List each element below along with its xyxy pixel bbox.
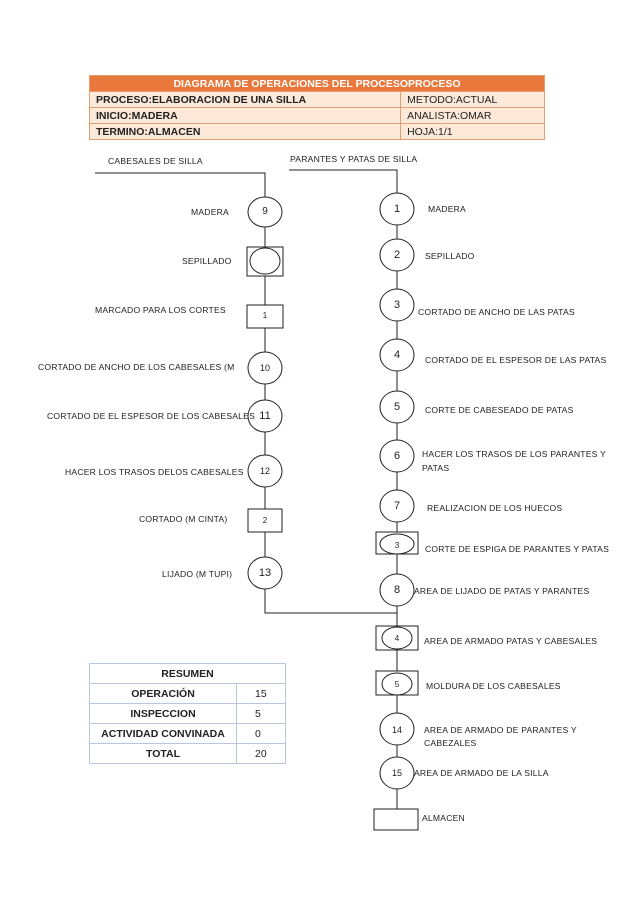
step-number: 4 xyxy=(393,349,401,361)
left-step-label: CORTADO DE EL ESPESOR DE LOS CABESALES xyxy=(47,411,256,421)
summary-label: INSPECCION xyxy=(89,703,237,724)
right-step-label: CORTADO DE ANCHO DE LAS PATAS xyxy=(418,307,575,317)
right-step-label: CORTE DE CABESEADO DE PATAS xyxy=(425,405,574,415)
operation-circle xyxy=(379,573,415,607)
left-step-label: CORTADO DE ANCHO DE LOS CABESALES (M xyxy=(38,362,235,372)
summary-label: ACTIVIDAD CONVINADA xyxy=(89,723,237,744)
inspection-square xyxy=(247,508,283,533)
right-step-label: REALIZACION DE LOS HUECOS xyxy=(427,503,563,513)
operation-circle xyxy=(247,196,283,228)
right-step-label: CORTADO DE EL ESPESOR DE LAS PATAS xyxy=(425,355,607,365)
summary-table: RESUMEN OPERACIÓN 15 INSPECCION 5 ACTIVI… xyxy=(89,663,286,764)
right-step-label: CABEZALES xyxy=(424,738,477,748)
operation-circle xyxy=(379,288,415,322)
operation-circle xyxy=(379,439,415,473)
operation-circle xyxy=(247,399,283,433)
right-step-label: AREA DE ARMADO PATAS Y CABESALES xyxy=(424,636,598,646)
operation-circle xyxy=(379,338,415,372)
step-number: 2 xyxy=(262,516,268,525)
step-number: 1 xyxy=(393,203,401,215)
combined-circle xyxy=(381,672,413,696)
right-step-label: SEPILLADO xyxy=(425,251,475,261)
right-step-label: HACER LOS TRASOS DE LOS PARANTES Y xyxy=(422,449,606,459)
summary-value: 15 xyxy=(236,683,286,704)
step-number: 10 xyxy=(259,363,270,373)
inspection-square xyxy=(246,304,284,329)
summary-value: 5 xyxy=(236,703,286,724)
combined-circle xyxy=(249,247,281,275)
step-number: 12 xyxy=(259,466,270,476)
right-step-label: ALMACEN xyxy=(422,813,465,823)
hoja-cell: HOJA:1/1 xyxy=(400,123,545,140)
step-number: 8 xyxy=(393,584,401,596)
proceso-cell: PROCESO:ELABORACION DE UNA SILLA xyxy=(88,91,402,108)
step-number: 13 xyxy=(258,567,272,579)
termino-cell: TERMINO:ALMACEN xyxy=(88,123,402,140)
operation-circle xyxy=(247,556,283,590)
summary-label: OPERACIÓN xyxy=(89,683,237,704)
step-number: 3 xyxy=(394,541,400,550)
operation-circle xyxy=(379,238,415,272)
right-step-label: MOLDURA DE LOS CABESALES xyxy=(426,681,561,691)
operation-circle xyxy=(247,454,283,488)
right-step-label: AREA DE ARMADO DE LA SILLA xyxy=(414,768,549,778)
diagram-title: DIAGRAMA DE OPERACIONES DEL PROCESOPROCE… xyxy=(89,75,545,92)
header-table: DIAGRAMA DE OPERACIONES DEL PROCESOPROCE… xyxy=(88,75,545,140)
analista-cell: ANALISTA:OMAR xyxy=(400,107,545,124)
step-number: 11 xyxy=(259,410,271,422)
operation-circle xyxy=(379,712,415,746)
left-step-label: CORTADO (M CINTA) xyxy=(139,514,228,524)
right-flow-title: PARANTES Y PATAS DE SILLA xyxy=(290,154,418,164)
step-number: 5 xyxy=(394,680,400,689)
left-input-line xyxy=(95,172,266,197)
storage-box xyxy=(373,808,419,831)
step-number: 15 xyxy=(391,768,402,778)
left-step-label: SEPILLADO xyxy=(182,256,232,266)
summary-title: RESUMEN xyxy=(89,663,286,684)
right-step-label: AREA DE ARMADO DE PARANTES Y xyxy=(424,725,577,735)
operation-circle xyxy=(247,351,283,385)
right-input-line xyxy=(289,169,398,193)
left-merge-line xyxy=(264,589,397,614)
left-step-label: MADERA xyxy=(191,207,229,217)
right-step-label: CORTE DE ESPIGA DE PARANTES Y PATAS xyxy=(425,544,610,554)
operation-circle xyxy=(379,756,415,790)
summary-value: 20 xyxy=(236,743,286,764)
right-step-label: PATAS xyxy=(422,463,450,473)
summary-label: TOTAL xyxy=(89,743,237,764)
right-step-label: MADERA xyxy=(428,204,466,214)
step-number: 2 xyxy=(393,249,401,261)
combined-circle xyxy=(381,626,413,650)
operation-circle xyxy=(379,192,415,226)
step-number: 6 xyxy=(393,450,401,462)
metodo-cell: METODO:ACTUAL xyxy=(400,91,545,108)
combined-circle xyxy=(379,533,415,555)
operation-circle xyxy=(379,489,415,523)
step-number: 14 xyxy=(391,725,402,735)
operation-circle xyxy=(379,390,415,424)
step-number: 3 xyxy=(393,299,401,311)
left-step-label: MARCADO PARA LOS CORTES xyxy=(95,305,226,315)
step-number: 1 xyxy=(262,311,268,320)
step-number: 7 xyxy=(393,500,401,512)
step-number: 4 xyxy=(394,634,400,643)
left-step-label: HACER LOS TRASOS DELOS CABESALES xyxy=(65,467,244,477)
right-step-label: AREA DE LIJADO DE PATAS Y PARANTES xyxy=(414,586,590,596)
summary-value: 0 xyxy=(236,723,286,744)
left-step-label: LIJADO (M TUPI) xyxy=(162,569,233,579)
left-flow-title: CABESALES DE SILLA xyxy=(108,156,203,166)
step-number: 5 xyxy=(393,401,401,413)
step-number: 9 xyxy=(262,206,268,217)
